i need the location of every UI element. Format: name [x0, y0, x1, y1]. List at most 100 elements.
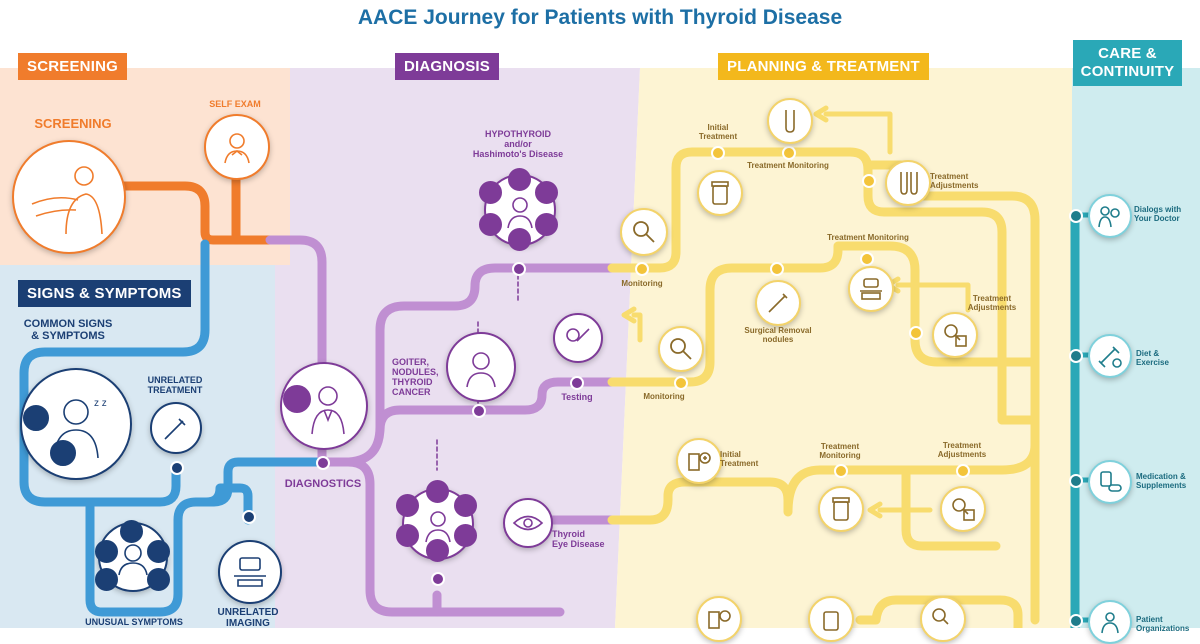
- eye-patient-icon: [425, 511, 451, 543]
- initial-treatment-line2: Treatment: [698, 131, 738, 141]
- eye-cluster-node: [431, 572, 445, 586]
- eye-cluster-node-2: [426, 480, 449, 503]
- screening-exam-circle: [12, 140, 126, 254]
- patient-org-label: Patient Organizations: [1136, 615, 1198, 634]
- band-signs: SIGNS & SYMPTOMS: [18, 280, 191, 307]
- testing-label: Testing: [561, 392, 593, 402]
- scanner-icon: [234, 557, 266, 587]
- pill-bottle-circle-4: [808, 596, 854, 642]
- diagnostics-label: DIAGNOSTICS: [284, 478, 362, 490]
- patient-org-line2: Organizations: [1136, 623, 1190, 633]
- dumbbell-apple-icon: [1098, 346, 1122, 368]
- search-chart-icon-3: [952, 498, 975, 521]
- unrelated-treatment-node: [170, 461, 184, 475]
- eye-disease-label: Thyroid Eye Disease: [552, 529, 618, 550]
- hypothyroid-node-6: [508, 228, 531, 251]
- goiter-line1: GOITER,: [392, 357, 430, 367]
- treatment-monitoring3-line2: Monitoring: [819, 450, 861, 460]
- diet-line2: Exercise: [1136, 357, 1169, 367]
- unrelated-treatment-line1: UNRELATED: [147, 375, 203, 385]
- adjust-circle-3: [940, 486, 986, 532]
- common-signs-line1: COMMON SIGNS: [23, 318, 113, 330]
- surgical-node: [770, 262, 784, 276]
- treatment-adjustments2-line2: Adjustments: [967, 302, 1017, 312]
- initial-treatment-line1: Initial: [707, 123, 729, 132]
- pill-bottle-icon: [711, 181, 729, 205]
- unusual-node-2: [120, 520, 143, 543]
- pill-bottle-circle-3: [818, 486, 864, 532]
- dialog-icon: [1098, 206, 1120, 228]
- imaging-icon: [860, 278, 882, 300]
- dialogs-line2: Your Doctor: [1134, 213, 1180, 223]
- self-exam-label: SELF EXAM: [209, 99, 261, 109]
- care-node-1: [1069, 209, 1083, 223]
- goiter-circle: [446, 332, 516, 402]
- test-tubes-icon: [900, 172, 918, 195]
- band-care-line2: CONTINUITY: [1080, 63, 1175, 80]
- hospital-icon: [688, 452, 711, 471]
- goiter-node: [472, 404, 486, 418]
- treatment-monitoring-node-3: [834, 464, 848, 478]
- diagnostics-thyroid-node: [283, 385, 311, 413]
- surgical-label: Surgical Removal nodules: [730, 326, 826, 345]
- treatment-monitoring-label-2: Treatment Monitoring: [827, 233, 909, 242]
- scalpel-icon: [768, 293, 788, 313]
- eye-cluster-node-3: [454, 494, 477, 517]
- goiter-patient-icon: [466, 352, 496, 388]
- band-care: CARE & CONTINUITY: [1073, 40, 1182, 86]
- screening-label: SCREENING: [34, 116, 112, 131]
- hypothyroid-line3: Hashimoto's Disease: [472, 148, 564, 159]
- treatment-monitoring3-line1: Treatment: [820, 442, 860, 451]
- unrelated-treatment-label: UNRELATED TREATMENT: [135, 375, 215, 396]
- test-tube-icon: [785, 110, 795, 133]
- hypothyroid-node-1: [479, 181, 502, 204]
- unusual-node-1: [95, 540, 118, 563]
- goiter-line2: NODULES,: [392, 366, 439, 377]
- hypothyroid-node-2: [508, 168, 531, 191]
- treatment-adjustments-label: Treatment Adjustments: [930, 172, 990, 191]
- test-tubes-circle-2: [885, 160, 931, 206]
- self-exam-circle: [204, 114, 270, 180]
- adjust-circle-2: [932, 312, 978, 358]
- eye-disease-line1: Thyroid: [552, 529, 585, 539]
- band-care-line1: CARE &: [1098, 45, 1157, 62]
- unrelated-imaging-node: [242, 510, 256, 524]
- goiter-label: GOITER, NODULES, THYROID CANCER: [392, 357, 452, 398]
- eye-cluster-node-6: [426, 539, 449, 562]
- self-exam-icon: [224, 133, 250, 164]
- symptom-node-sos: [50, 440, 76, 466]
- pill-bottle-icon-4: [823, 611, 839, 631]
- treatment-adjustments-label-3: Treatment Adjustments: [932, 441, 992, 460]
- pill-icon: [1100, 471, 1122, 492]
- hypothyroid-node: [512, 262, 526, 276]
- medication-line2: Supplements: [1136, 480, 1187, 490]
- medication-line1: Medication &: [1136, 472, 1186, 481]
- ultrasound-icon: [566, 328, 590, 342]
- hypothyroid-line1: HYPOTHYROID: [484, 129, 551, 139]
- hypothyroid-node-3: [535, 181, 558, 204]
- patient-org-line1: Patient: [1136, 615, 1163, 624]
- unrelated-treatment-circle: [150, 402, 202, 454]
- treatment-monitoring-label-3: Treatment Monitoring: [810, 442, 870, 461]
- treatment-adjustments-node: [862, 174, 876, 188]
- syringe-icon: [164, 418, 186, 440]
- initial-treatment-label: Initial Treatment: [690, 123, 746, 142]
- initial-treatment-node: [711, 146, 725, 160]
- diet-line1: Diet &: [1136, 349, 1160, 358]
- pill-bottle-icon-3: [832, 497, 850, 521]
- search-chart-icon-4: [932, 608, 949, 625]
- diet-label: Diet & Exercise: [1136, 349, 1196, 368]
- treatment-adjustments3-line1: Treatment: [942, 441, 982, 450]
- eye-cluster-node-4: [454, 524, 477, 547]
- test-tubes-circle-1: [767, 98, 813, 144]
- initial-treatment-circle-3: [676, 438, 722, 484]
- adjust-circle-4: [920, 596, 966, 642]
- hospital-icon-4: [708, 610, 731, 629]
- unusual-node-3: [147, 540, 170, 563]
- monitoring-node-1: [635, 262, 649, 276]
- unrelated-imaging-circle: [218, 540, 282, 604]
- scanner-circle: [848, 266, 894, 312]
- dialogs-line1: Dialogs with: [1134, 205, 1182, 214]
- care-node-2: [1069, 349, 1083, 363]
- monitoring-node-2: [674, 376, 688, 390]
